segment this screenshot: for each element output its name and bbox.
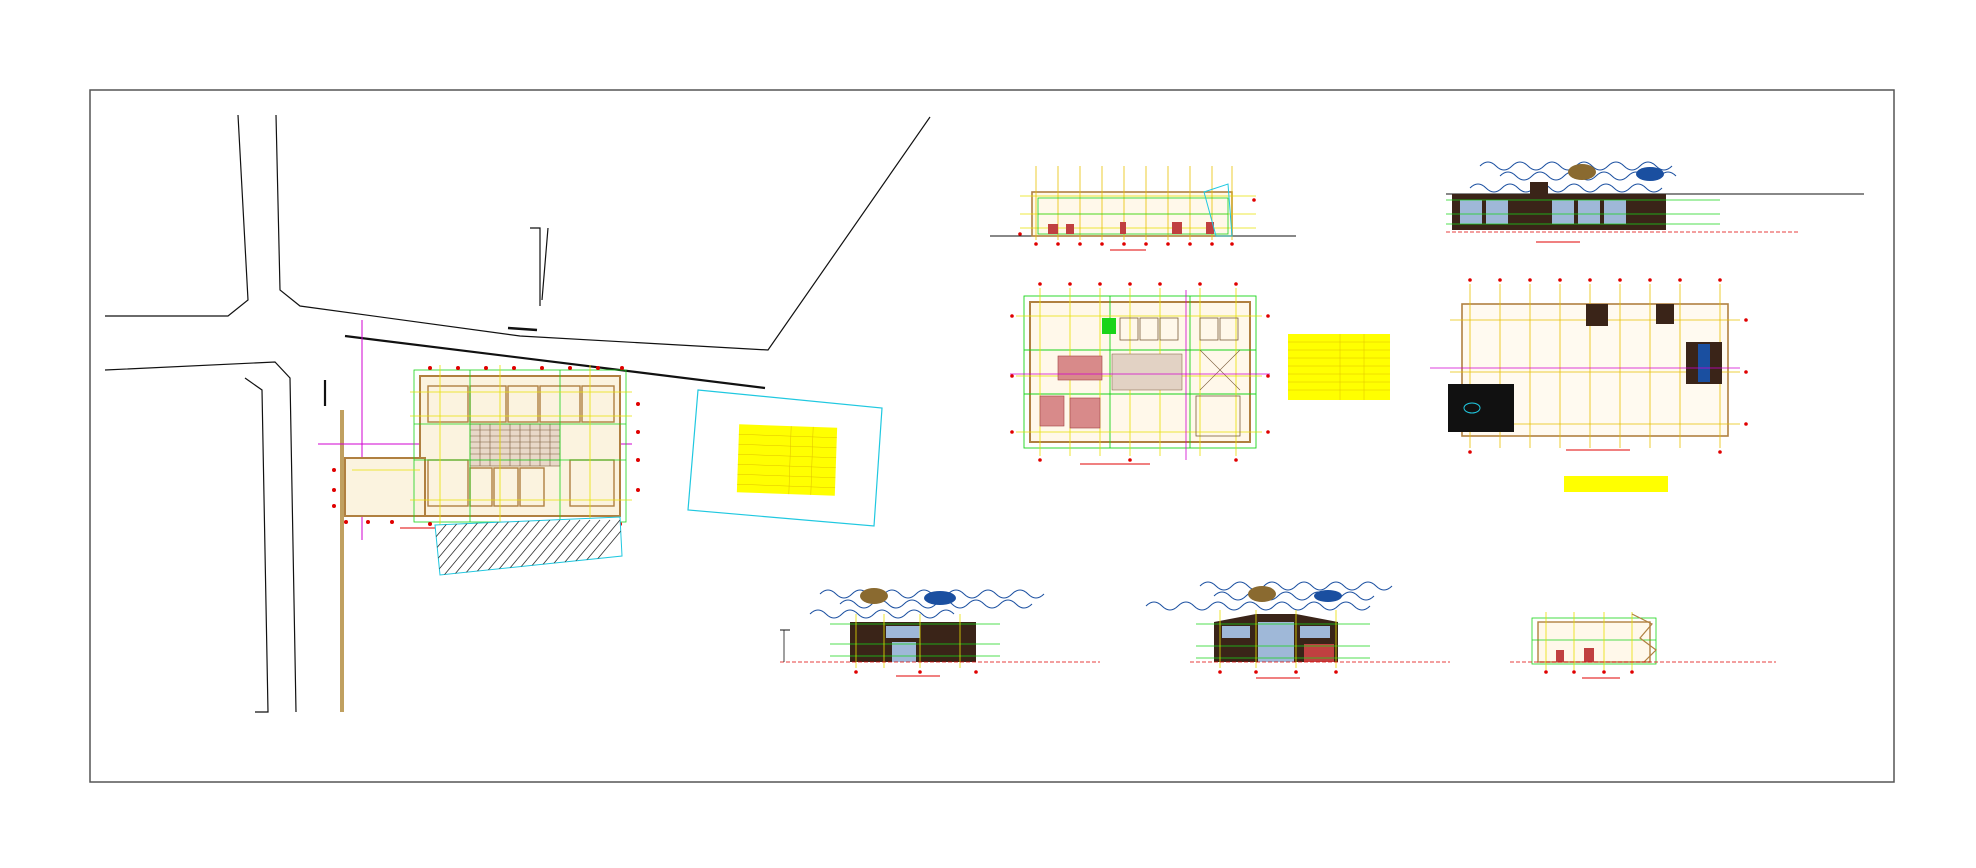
street-lines [104,114,931,713]
elevation-side [1145,581,1450,679]
area-data-table [1288,334,1390,400]
section-top [990,166,1296,251]
roof-plan [1430,278,1748,492]
access-road [340,410,344,712]
site-table-frame [687,389,883,527]
hatched-area [434,516,623,576]
roof-data-table [1564,476,1668,492]
section-small [1510,612,1776,679]
elevation-front [780,588,1100,677]
tree-brown [1568,164,1596,180]
floor-plan-second [1010,282,1270,465]
site-plan [104,114,931,713]
elevation-top-right [1446,161,1864,243]
site-data-table [736,424,838,496]
sheet-border [89,89,1895,783]
site-building [332,365,640,529]
tree-blue [1636,167,1664,181]
